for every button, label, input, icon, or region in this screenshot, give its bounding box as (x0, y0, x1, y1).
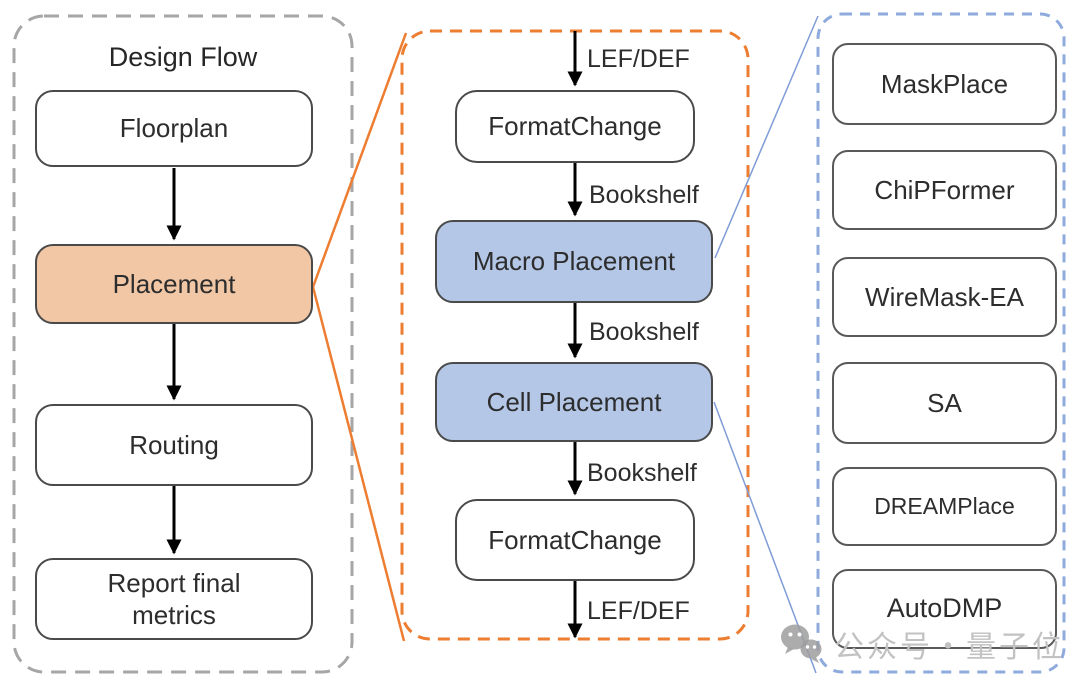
node-label: ChiPFormer (874, 174, 1015, 205)
node-routing: Routing (35, 404, 313, 486)
node-cell-placement: Cell Placement (435, 362, 713, 442)
edge-label-lefdef-in: LEF/DEF (587, 45, 690, 73)
node-label: WireMask-EA (865, 281, 1024, 312)
watermark-text: 公众号・量子位 (834, 631, 1065, 664)
node-label: MaskPlace (880, 68, 1009, 99)
node-label: DREAMPlace (874, 493, 1015, 520)
node-chipformer: ChiPFormer (832, 150, 1057, 230)
node-maskplace: MaskPlace (832, 43, 1057, 125)
node-placement: Placement (35, 244, 313, 324)
node-label: Report final metrics (107, 567, 241, 631)
node-label: FormatChange (488, 524, 662, 555)
wechat-icon (781, 624, 822, 663)
node-formatchange-in: FormatChange (455, 90, 695, 163)
node-label: AutoDMP (886, 593, 1003, 624)
node-sa: SA (832, 362, 1057, 444)
node-label: FormatChange (488, 111, 662, 142)
node-label: Placement (112, 268, 236, 299)
node-label: Macro Placement (472, 246, 676, 277)
design-flow-title: Design Flow (108, 42, 258, 72)
node-dreamplace: DREAMPlace (832, 467, 1057, 546)
connector-placement-to-panel-bottom (311, 286, 406, 642)
node-label: Cell Placement (486, 386, 662, 417)
edge-label-bookshelf-3: Bookshelf (587, 459, 697, 487)
algorithms-panel-border (816, 12, 1066, 674)
design-flow-panel-border (12, 14, 354, 674)
edge-label-lefdef-out: LEF/DEF (587, 597, 690, 625)
node-formatchange-out: FormatChange (455, 499, 695, 581)
edge-label-bookshelf-1: Bookshelf (589, 181, 699, 209)
node-label: SA (927, 387, 962, 418)
edge-label-bookshelf-2: Bookshelf (589, 318, 699, 346)
connector-placement-to-panel-top (311, 32, 408, 288)
node-label: Routing (129, 429, 219, 460)
node-floorplan: Floorplan (35, 90, 313, 167)
node-macro-placement: Macro Placement (435, 220, 713, 303)
watermark: 公众号・量子位 (778, 622, 1065, 666)
node-autodmp: AutoDMP (832, 569, 1057, 649)
node-label: Floorplan (119, 113, 229, 144)
node-report-final-metrics: Report final metrics (35, 558, 313, 640)
node-wiremask-ea: WireMask-EA (832, 257, 1057, 337)
connector-macro-to-panel-top (714, 15, 819, 259)
